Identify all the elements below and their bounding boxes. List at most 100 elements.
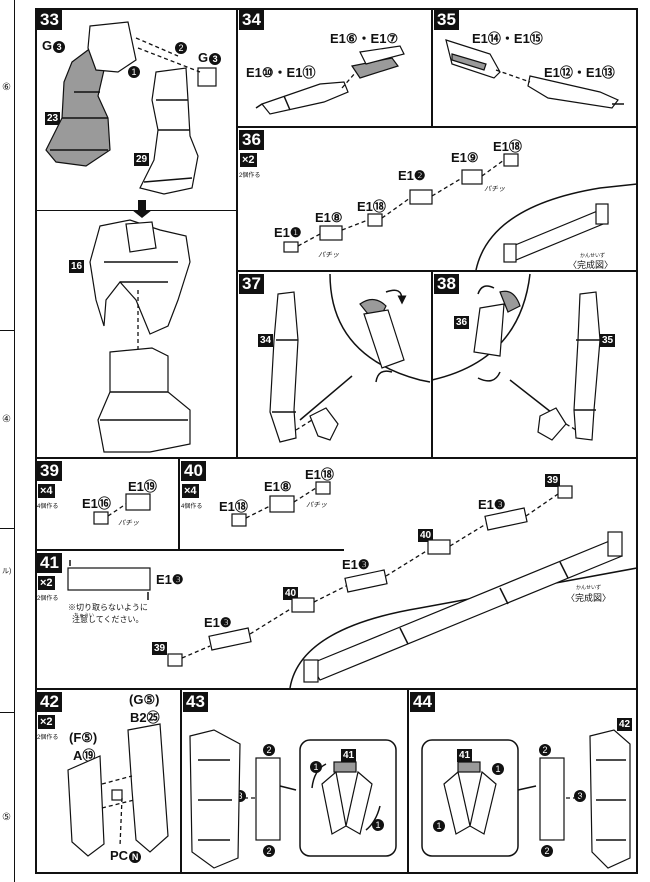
part-label-e1-10-11: E1⑩・E1⑪ [246, 65, 316, 80]
step-number: 43 [183, 692, 208, 712]
step-number: 40 [181, 461, 206, 481]
part-label-e1-19: E1⑲ [128, 479, 157, 494]
part-label-e1-3: E1❸ [156, 572, 184, 587]
step-number: 33 [37, 10, 62, 30]
part-label-a19: A⑲ [73, 748, 96, 763]
quantity-note: 4個作る [37, 504, 59, 510]
part-tag-29: 29 [134, 153, 150, 166]
quantity-note: 2個作る [239, 173, 261, 179]
part-tag-41: 41 [341, 749, 357, 762]
divider [36, 457, 637, 459]
quantity-badge: ×2 [38, 576, 55, 590]
part-label-g5: (G⑤) [129, 692, 160, 707]
part-label-b2-25: B2㉕ [130, 710, 160, 725]
part-label-e1-1: E1❶ [274, 225, 302, 240]
part-tag-41: 41 [457, 749, 473, 762]
arrow-number-3: 3 [574, 790, 586, 802]
step-number: 41 [37, 553, 62, 573]
part-label-e1-18: E1⑱ [305, 467, 334, 482]
margin-mark-b: ⑤ [2, 812, 11, 823]
completed-ruby: かんせいず [580, 253, 606, 259]
arrow-number-1-right: 1 [492, 763, 504, 775]
divider [237, 126, 637, 128]
arrow-number-2-top: 2 [263, 744, 275, 756]
snap-label: パチッ [484, 186, 505, 193]
snap-label: パチッ [318, 252, 339, 259]
step-number: 36 [239, 130, 264, 150]
part-label-e1-3-mid: E1❸ [342, 557, 370, 572]
part-label-e1-2: E1❷ [398, 168, 426, 183]
part-label-e1-18b: E1⑱ [493, 139, 522, 154]
divider [237, 270, 637, 272]
step-number: 39 [37, 461, 62, 481]
quantity-note: 4個作る [181, 504, 203, 510]
completed-label: 〈完成図〉 [566, 593, 612, 603]
margin-mark-g: ⑥ [2, 82, 11, 93]
quantity-note: 2個作る [37, 596, 59, 602]
step-number: 44 [410, 692, 435, 712]
part-tag-16: 16 [69, 260, 85, 273]
divider [36, 688, 637, 690]
part-label-e1-16: E1⑯ [82, 496, 111, 511]
part-tag-23: 23 [45, 112, 61, 125]
arrow-number-2-bottom: 2 [263, 845, 275, 857]
completed-ruby: かんせいず [576, 585, 602, 591]
note-ruby: ちゅうい [74, 613, 95, 619]
arrow-number-1-left: 1 [433, 820, 445, 832]
part-label-e1-8: E1⑧ [264, 479, 292, 494]
page-frame [35, 8, 638, 874]
quantity-note: 2個作る [37, 735, 59, 741]
step-number: 34 [239, 10, 264, 30]
step-number: 38 [434, 274, 459, 294]
part-label-e1-3-top: E1❸ [478, 497, 506, 512]
part-label-e1-9: E1⑨ [451, 150, 479, 165]
part-tag-35: 35 [600, 334, 616, 347]
part-label-e1-8: E1⑧ [315, 210, 343, 225]
part-tag-39-top: 39 [545, 474, 561, 487]
divider [236, 9, 238, 458]
snap-label: パチッ [118, 520, 139, 527]
quantity-badge: ×2 [38, 715, 55, 729]
quantity-badge: ×2 [240, 153, 257, 167]
part-label-e1-18b: E1⑱ [219, 499, 248, 514]
divider [180, 689, 182, 873]
part-tag-34: 34 [258, 334, 274, 347]
arrow-number-2: 2 [175, 42, 187, 54]
part-label-e1-12-13: E1⑫・E1⑬ [544, 65, 615, 80]
margin-mark-d: ④ [2, 414, 11, 425]
arrow-number-1: 1 [128, 66, 140, 78]
arrow-number-1-right: 1 [372, 819, 384, 831]
part-label-e1-18a: E1⑱ [357, 199, 386, 214]
part-tag-42: 42 [617, 718, 633, 731]
divider [431, 270, 433, 458]
quantity-badge: ×4 [182, 484, 199, 498]
step-number: 37 [239, 274, 264, 294]
step-number: 42 [37, 692, 62, 712]
part-label-f5: (F⑤) [69, 730, 98, 745]
part-tag-39-bottom: 39 [152, 642, 168, 655]
snap-label: パチッ [306, 502, 327, 509]
part-label-e1-3-bottom: E1❸ [204, 615, 232, 630]
divider [431, 9, 433, 126]
part-tag-36: 36 [454, 316, 470, 329]
part-label-e1-6-7: E1⑥・E1⑦ [330, 31, 399, 46]
arrow-number-2-bottom: 2 [541, 845, 553, 857]
divider [407, 689, 409, 873]
part-label-e1-14-15: E1⑭・E1⑮ [472, 31, 543, 46]
divider [178, 458, 180, 550]
